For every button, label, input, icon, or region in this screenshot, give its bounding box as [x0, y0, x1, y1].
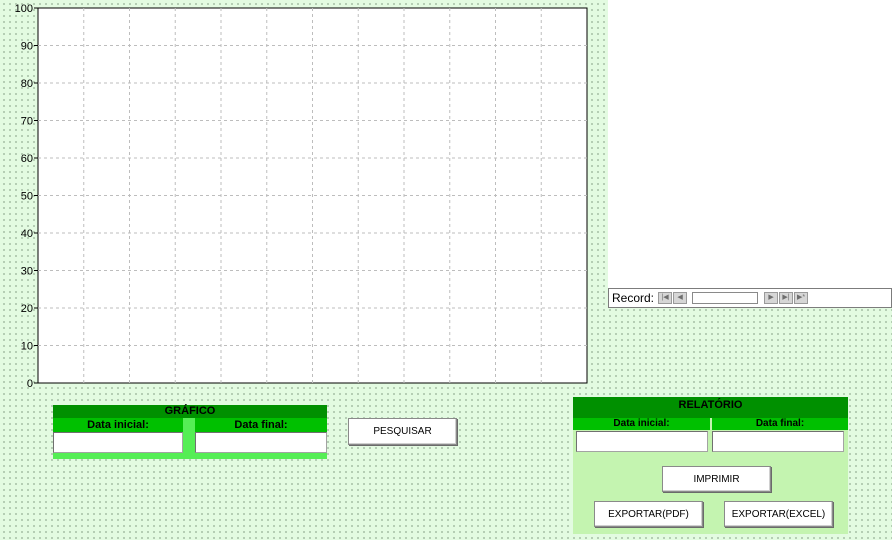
y-tick-label: 90 — [21, 41, 33, 53]
y-tick-label: 30 — [21, 266, 33, 278]
y-tick-label: 50 — [21, 191, 33, 203]
last-record-icon[interactable]: ▶| — [779, 292, 794, 304]
grafico-end-date-input[interactable] — [195, 432, 327, 453]
y-tick-label: 60 — [21, 153, 33, 165]
previous-record-icon[interactable]: ◀ — [673, 292, 688, 304]
relatorio-end-date-input[interactable] — [712, 431, 844, 452]
relatorio-start-date-input[interactable] — [576, 431, 708, 452]
print-button[interactable]: IMPRIMIR — [662, 466, 771, 492]
next-record-icon[interactable]: ▶ — [764, 292, 779, 304]
y-tick-label: 80 — [21, 78, 33, 90]
search-button[interactable]: PESQUISAR — [348, 418, 457, 445]
relatorio-end-label: Data final: — [712, 418, 848, 430]
y-tick-label: 10 — [21, 341, 33, 353]
y-tick-label: 0 — [27, 378, 33, 390]
first-record-icon[interactable]: |◀ — [658, 292, 673, 304]
export-pdf-button[interactable]: EXPORTAR(PDF) — [594, 501, 703, 527]
grafico-end-label: Data final: — [195, 418, 327, 432]
y-tick-label: 100 — [15, 3, 33, 15]
y-tick-label: 20 — [21, 303, 33, 315]
export-excel-button[interactable]: EXPORTAR(EXCEL) — [724, 501, 833, 527]
grafico-title: GRÁFICO — [53, 405, 327, 418]
record-number-input[interactable] — [692, 292, 759, 304]
relatorio-start-label: Data inicial: — [573, 418, 710, 430]
y-tick-label: 40 — [21, 228, 33, 240]
blank-area — [608, 0, 892, 288]
grafico-start-label: Data inicial: — [53, 418, 183, 432]
record-label: Record: — [612, 291, 655, 305]
grafico-panel: GRÁFICO Data inicial: Data final: — [53, 405, 327, 459]
record-navigator: Record: |◀ ◀ ▶ ▶| ▶* — [608, 288, 892, 308]
grafico-start-date-input[interactable] — [53, 432, 183, 453]
gridlines — [38, 8, 587, 383]
relatorio-title: RELATÓRIO — [573, 397, 848, 418]
new-record-icon[interactable]: ▶* — [794, 292, 809, 304]
relatorio-panel: RELATÓRIO Data inicial: Data final: IMPR… — [573, 397, 848, 534]
y-tick-label: 70 — [21, 116, 33, 128]
